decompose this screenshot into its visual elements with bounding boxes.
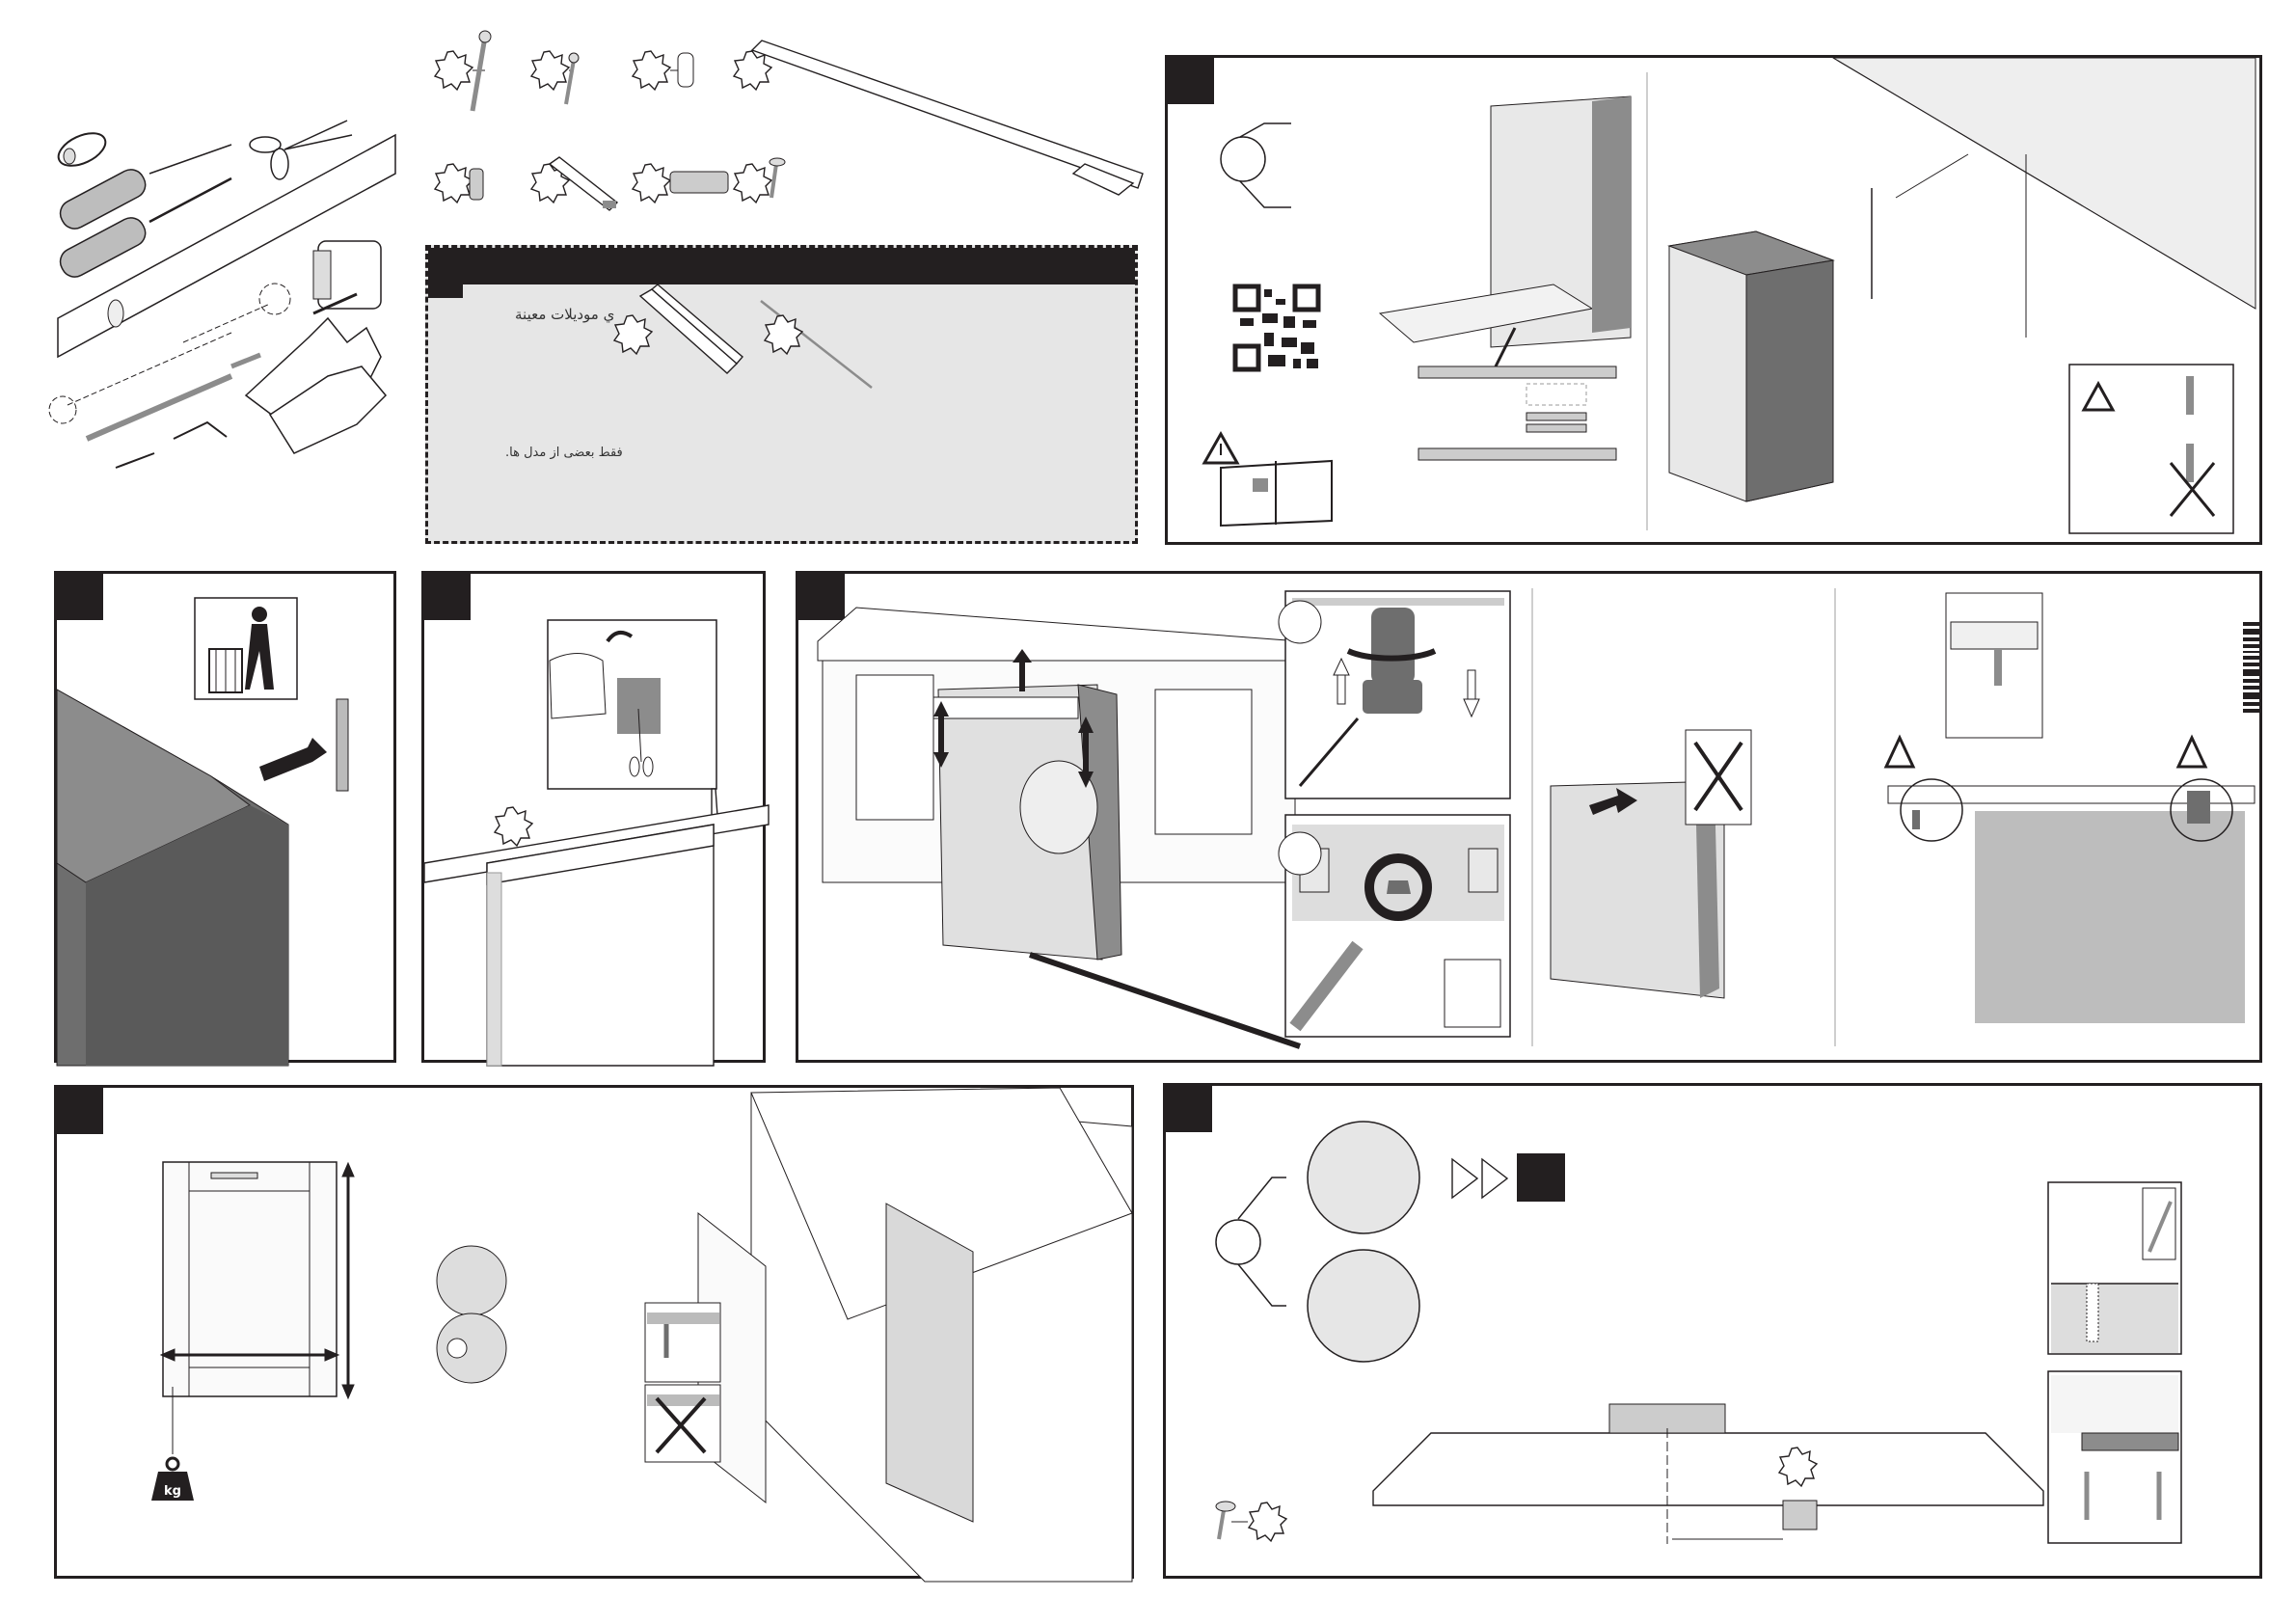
rating-plate-icon xyxy=(1418,328,1616,460)
drill-depth-icon xyxy=(2048,1182,2181,1354)
cover-strip-icon xyxy=(614,284,743,373)
qr-code-icon xyxy=(1233,284,1320,371)
skip-to-step-icon xyxy=(1452,1153,1565,1202)
bracket-screws-icon xyxy=(2048,1371,2181,1543)
countertop-illustration xyxy=(424,805,769,1066)
protective-strip-icon xyxy=(734,41,1143,195)
barcode xyxy=(2243,622,2260,716)
warning-manual-icon xyxy=(1204,434,1332,526)
dishwasher-level-illustration xyxy=(933,685,1121,960)
screw-part-icon xyxy=(1216,1502,1286,1541)
alignment-check-icon xyxy=(1216,1122,1419,1362)
remove-clip-icon xyxy=(259,699,348,791)
dishwasher-top-illustration xyxy=(57,690,288,1066)
steel-rod-icon xyxy=(761,301,872,388)
hinge-detail-icon xyxy=(437,1246,506,1383)
wrong-screw-icon xyxy=(645,1385,720,1462)
step-2-panel xyxy=(54,571,396,1063)
adhesive-strip-icon xyxy=(531,157,617,210)
niche-dimension-icon xyxy=(1221,123,1291,207)
step-4-panel xyxy=(796,571,2262,1063)
tools-illustration xyxy=(39,106,405,511)
tools-section xyxy=(39,106,405,511)
cabinet-door-illustration xyxy=(698,1088,1132,1582)
long-screw-icon xyxy=(435,31,491,111)
spacer-sleeve-icon xyxy=(633,51,693,90)
water-hose-warning-icon xyxy=(2069,365,2233,533)
warning-gap-icon xyxy=(1886,593,2255,1023)
gloves-icon xyxy=(246,318,386,453)
do-not-kink-hose-icon xyxy=(1686,730,1751,825)
door-panel-dimensions-icon xyxy=(161,1162,354,1454)
drill-bit-icon xyxy=(87,355,260,439)
weight-unit-label: kg xyxy=(164,1484,181,1499)
dishwasher-rear-illustration xyxy=(1669,231,1833,501)
mounting-bracket-icon xyxy=(633,164,728,203)
step-1-panel xyxy=(1165,55,2262,545)
optional-parts-note: ي موديلات معينة فقط بعضی از مدل ها. xyxy=(425,245,1138,544)
niche-measurement-illustration xyxy=(1833,58,2255,338)
countersunk-screw-icon xyxy=(734,158,785,203)
protective-foil-icon xyxy=(548,620,716,789)
hose-clamp-icon xyxy=(54,126,111,172)
step-5-panel: kg xyxy=(54,1085,1134,1579)
correct-screw-icon xyxy=(645,1303,720,1382)
dispose-packaging-icon xyxy=(195,598,297,699)
weight-icon: kg xyxy=(151,1458,194,1501)
tape-measure-icon xyxy=(313,241,381,313)
step-6-panel xyxy=(1163,1083,2262,1579)
short-screw-icon xyxy=(531,51,579,104)
threaded-insert-icon xyxy=(435,164,483,203)
parts-section xyxy=(429,29,1143,222)
door-bottom-illustration xyxy=(1373,1404,2043,1544)
open-end-wrench-icon xyxy=(183,284,290,342)
dishwasher-open-door-illustration xyxy=(1380,96,1631,347)
step-3-panel xyxy=(421,571,766,1063)
allen-key-icon xyxy=(116,422,227,468)
